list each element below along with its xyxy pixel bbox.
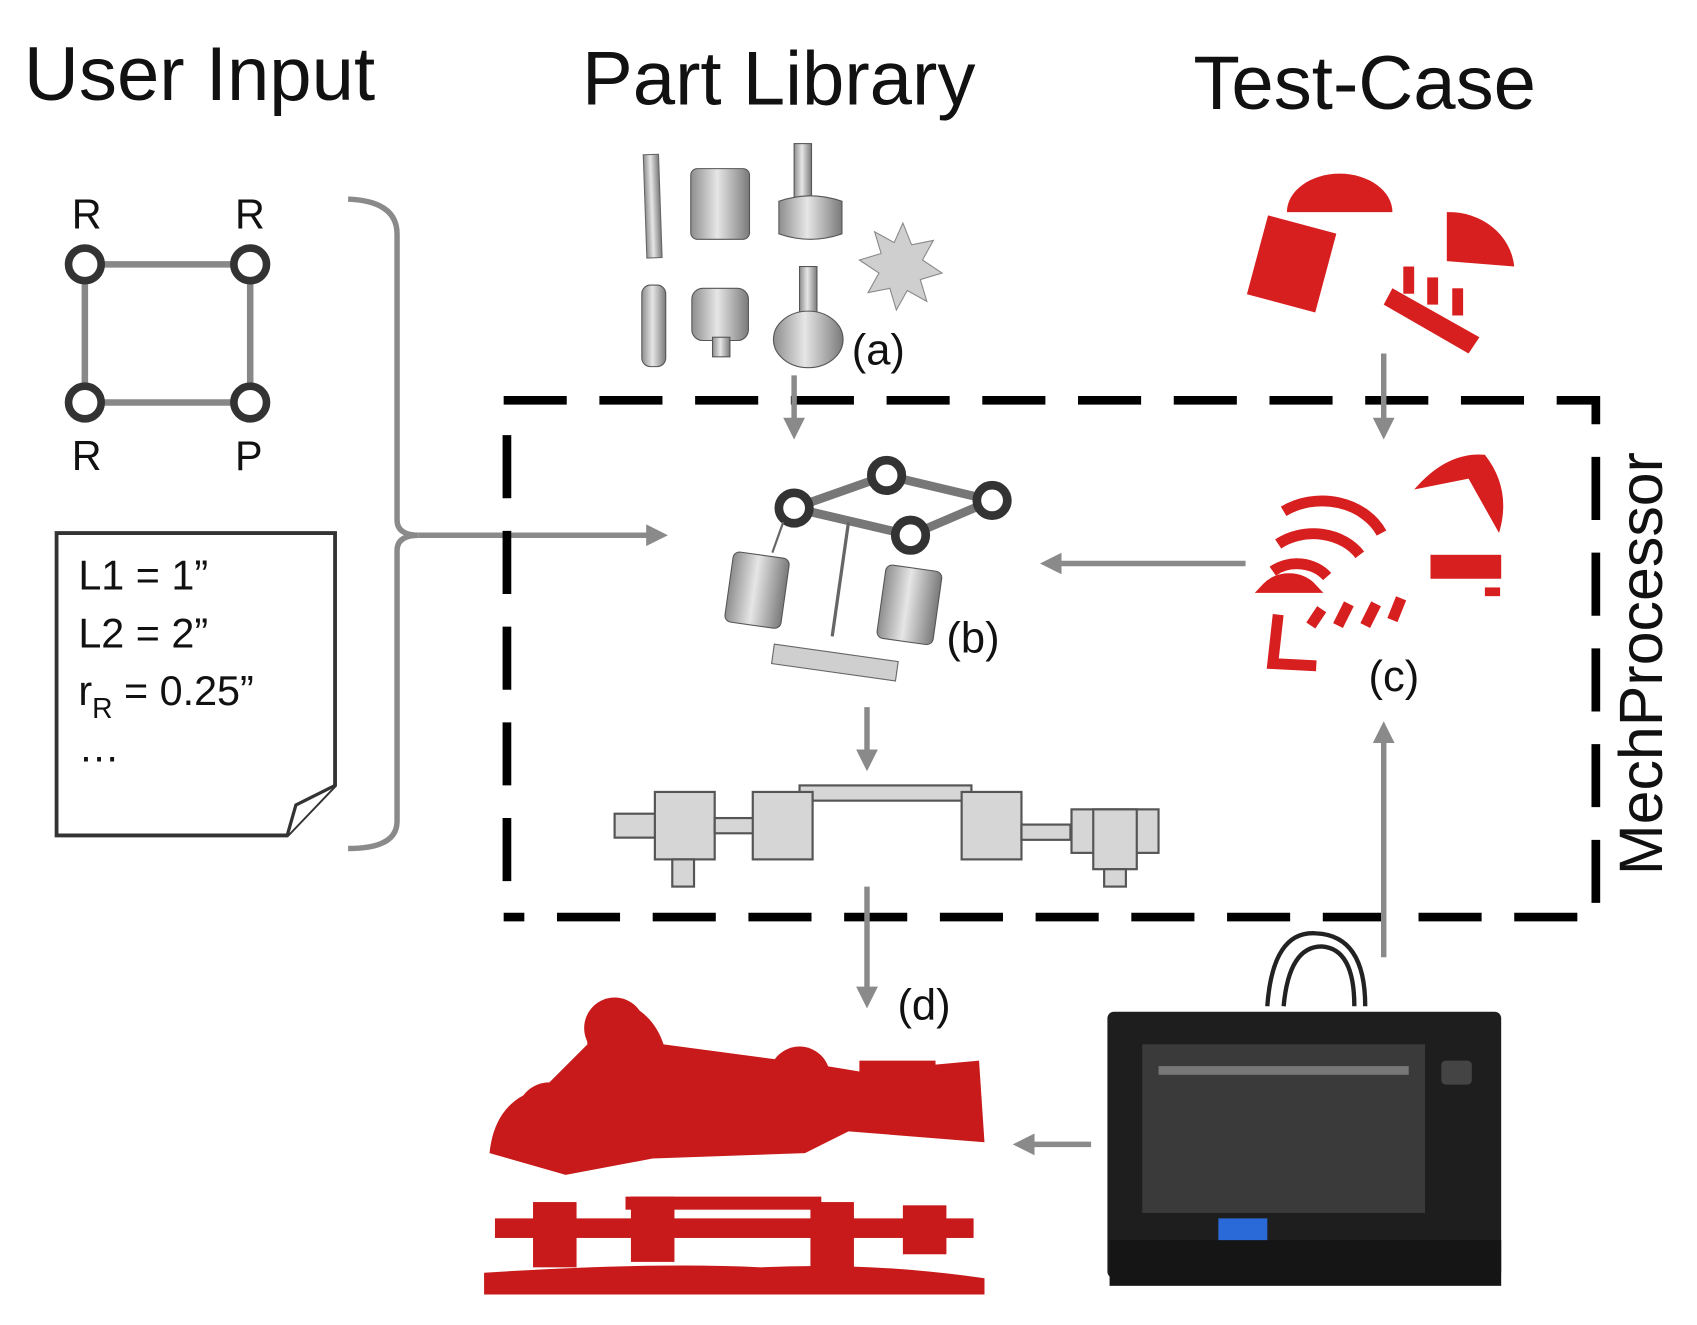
panel-label-c: (c) [1368,653,1419,701]
joint-label: R [72,191,102,237]
joint-node [64,244,105,285]
joint-label: R [235,191,265,237]
joint-node [64,382,105,423]
joint-label: P [235,433,263,479]
part-library-parts [641,143,944,369]
joint-node [230,382,271,423]
note-line-ellipsis: … [78,724,119,770]
note-line-l1: L1 = 1” [78,553,208,599]
parameter-note: L1 = 1” L2 = 2” rR = 0.25” … [54,531,337,838]
joint-label: R [72,433,102,479]
test-case-parts [1246,173,1515,354]
panel-label-d: (d) [897,981,950,1029]
note-line-rr: rR = 0.25” [78,668,254,724]
mechanism-b [724,455,1012,682]
linkage-graph: R R R P [64,191,271,479]
panel-label-a: (a) [852,326,905,374]
joint-node [230,244,271,285]
title-test-case: Test-Case [1193,41,1536,126]
title-user-input: User Input [24,32,375,117]
note-line-l2: L2 = 2” [78,610,208,656]
test-case-parts-c-solid [1414,454,1504,597]
printed-mechanism [484,997,985,1295]
test-case-parts-c [1254,495,1407,672]
3d-printer [1107,931,1502,1286]
mechprocessor-box [503,395,1601,922]
brace [347,196,419,852]
printer-screen [1218,1218,1268,1241]
title-part-library: Part Library [582,36,975,121]
panel-label-b: (b) [946,615,999,663]
assembly-schematic [613,784,1160,888]
mechprocessor-label: MechProcessor [1607,452,1675,875]
